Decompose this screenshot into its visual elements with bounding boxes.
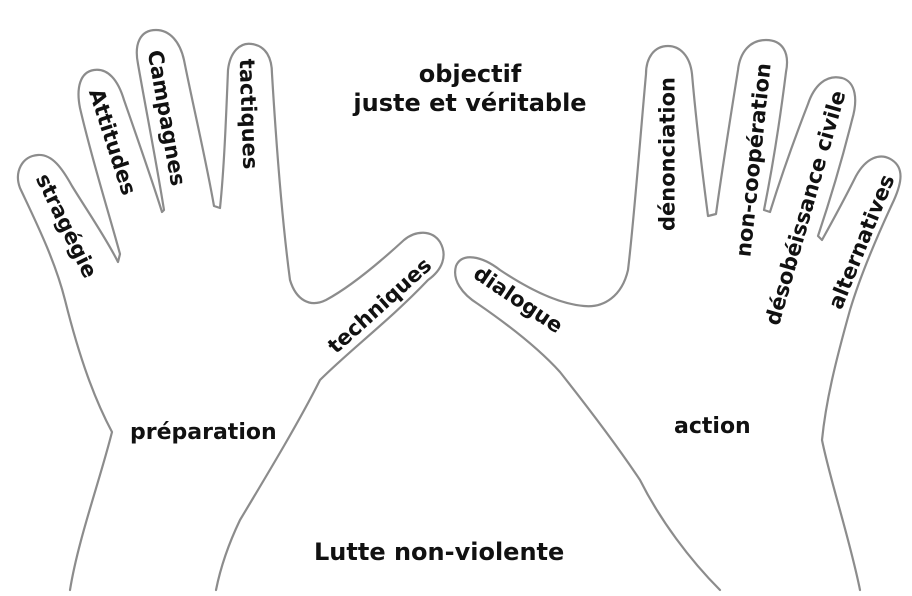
right-palm-label: action [674, 414, 751, 439]
finger-label-denonciation: dénonciation [655, 76, 680, 232]
goal-line-2: juste et véritable [353, 88, 587, 117]
footer-title: Lutte non-violente [314, 538, 565, 566]
left-palm-label: préparation [130, 420, 277, 445]
right-hand-outline [454, 38, 902, 592]
goal-line-1: objectif [418, 60, 522, 88]
goal-title: objectif juste et véritable [330, 60, 610, 118]
finger-label-tactiques: tactiques [234, 58, 263, 170]
left-hand-outline [16, 28, 445, 592]
